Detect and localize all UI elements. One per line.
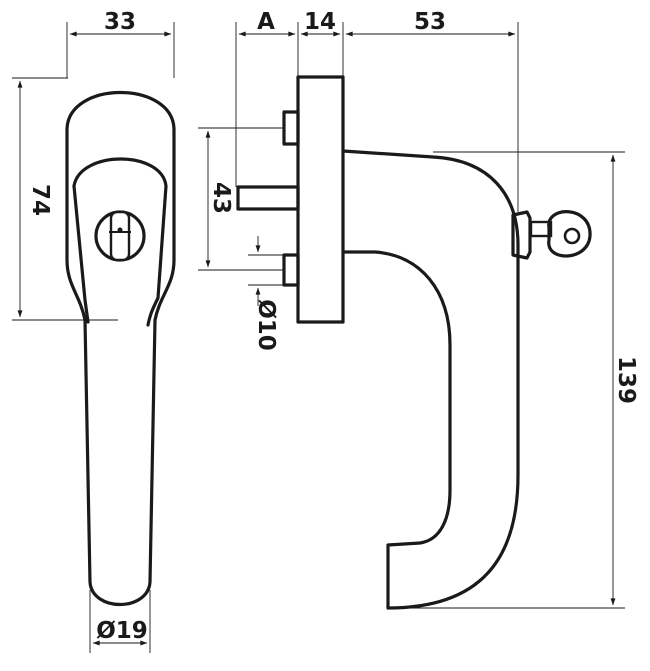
dim-spindle-spacing: 43 xyxy=(208,182,234,214)
dim-axis-offset: A xyxy=(257,9,275,35)
rosette-base-plate xyxy=(296,75,345,324)
front-view xyxy=(65,91,176,606)
inner-rosette-outline xyxy=(72,157,168,327)
upper-fixing-boss xyxy=(282,110,300,146)
key-cylinder xyxy=(511,210,532,260)
dim-rosette-height: 74 xyxy=(27,184,53,216)
key-blade xyxy=(529,220,553,238)
inner-rosette-left-edge xyxy=(72,184,90,324)
dim-handle-length: 139 xyxy=(613,356,639,404)
key-slot xyxy=(109,210,131,262)
lower-fixing-boss xyxy=(282,253,300,287)
square-spindle xyxy=(236,185,300,211)
dimension-labels: 33 A 14 53 74 43 Ø10 139 Ø19 xyxy=(27,9,639,644)
dim-base-depth: 14 xyxy=(304,9,336,35)
side-view xyxy=(236,75,592,610)
dimension-lines xyxy=(12,22,625,653)
dim-top-width: 33 xyxy=(104,9,136,35)
key-pin-dot xyxy=(117,227,123,233)
key xyxy=(511,210,592,260)
key-hole xyxy=(563,227,581,245)
handle-front-outline xyxy=(65,91,176,606)
dim-handle-projection: 53 xyxy=(414,9,446,35)
handle-side-profile xyxy=(341,149,520,610)
dim-grip-diameter: Ø19 xyxy=(96,618,148,644)
dim-spindle-diameter: Ø10 xyxy=(253,299,279,351)
key-bow xyxy=(547,210,592,258)
